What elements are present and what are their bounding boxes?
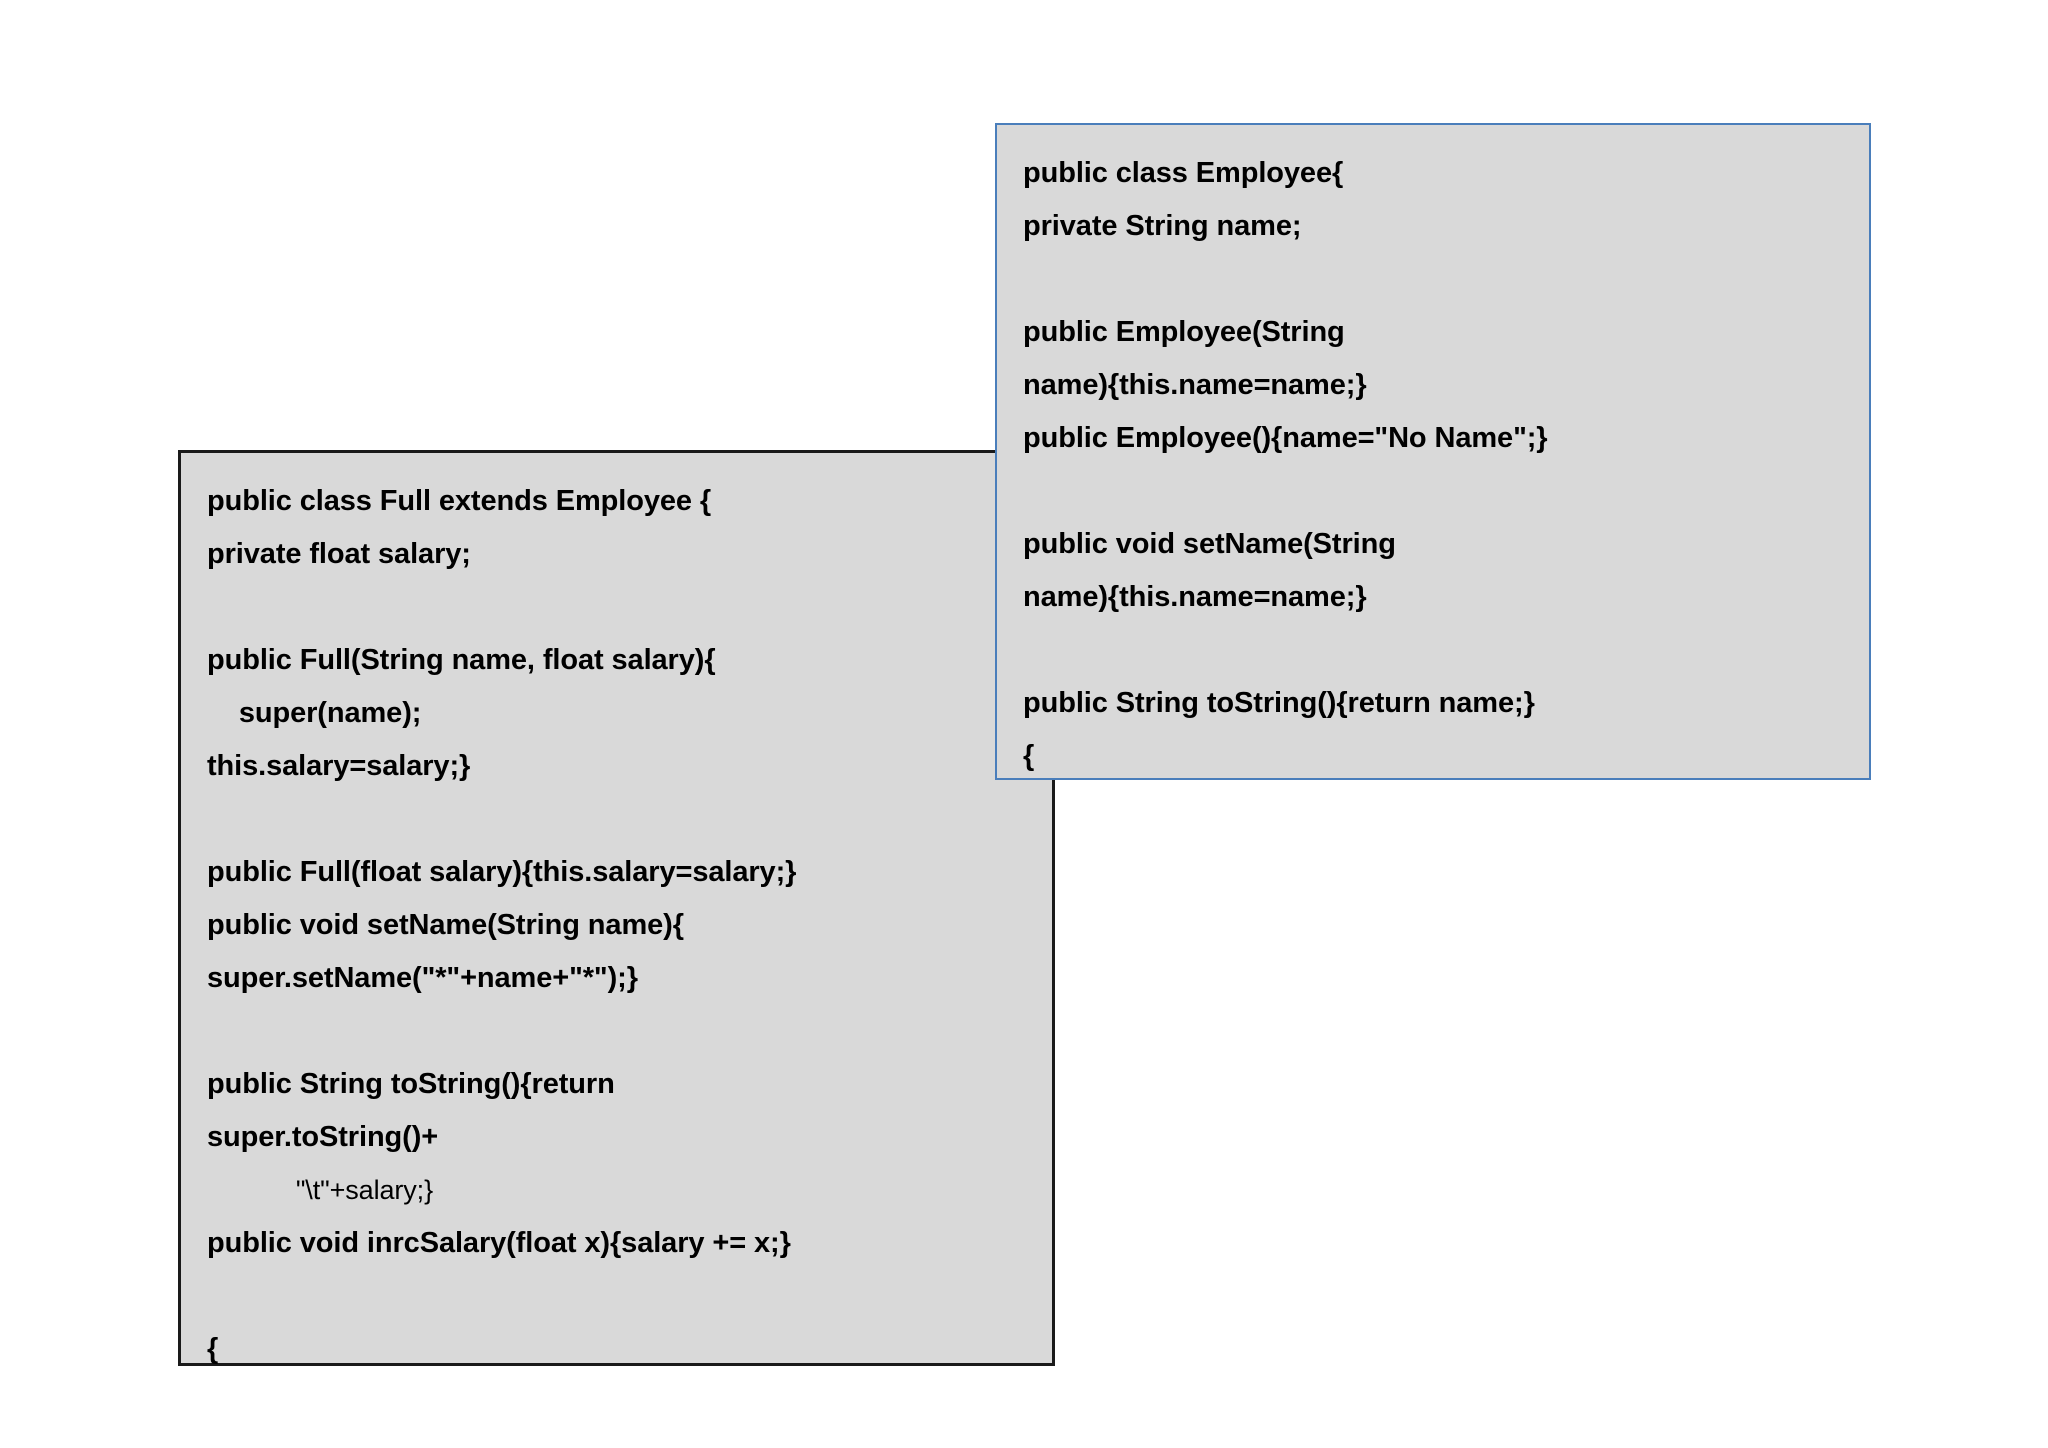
code-line: public class Employee{ [1023,157,1344,189]
code-line: super.toString()+ [207,1121,439,1153]
code-line: public Full(String name, float salary){ [207,644,716,676]
code-line: public void setName(String [1023,528,1396,560]
code-line-blank [1023,465,1843,518]
code-line-blank [207,581,1026,634]
code-line: public String toString(){return name;} [1023,687,1535,719]
code-line: super.setName("*"+name+"*");} [207,962,638,994]
code-line: public String toString(){return [207,1068,615,1100]
code-line: { [207,1333,219,1365]
code-line: name){this.name=name;} [1023,369,1367,401]
full-class-code-box[interactable]: public class Full extends Employee { priv… [178,450,1055,1366]
code-line-blank [207,1005,1026,1058]
code-line-blank [1023,624,1843,677]
code-line: super(name); [207,697,422,729]
code-line: private float salary; [207,538,471,570]
code-line-blank [207,1270,1026,1323]
code-line: public Employee(String [1023,316,1345,348]
code-line-blank [1023,253,1843,306]
code-line: name){this.name=name;} [1023,581,1367,613]
code-line-blank [207,793,1026,846]
code-line: this.salary=salary;} [207,750,471,782]
code-line: public void inrcSalary(float x){salary +… [207,1227,791,1259]
code-line: public void setName(String name){ [207,909,684,941]
code-line: public Full(float salary){this.salary=sa… [207,856,797,888]
code-line: "\t"+salary;} [207,1175,433,1205]
code-line: { [1023,740,1035,772]
code-line: public class Full extends Employee { [207,485,712,517]
code-line: public Employee(){name="No Name";} [1023,422,1548,454]
code-line: private String name; [1023,210,1302,242]
employee-class-code-box[interactable]: public class Employee{ private String nam… [995,123,1871,780]
